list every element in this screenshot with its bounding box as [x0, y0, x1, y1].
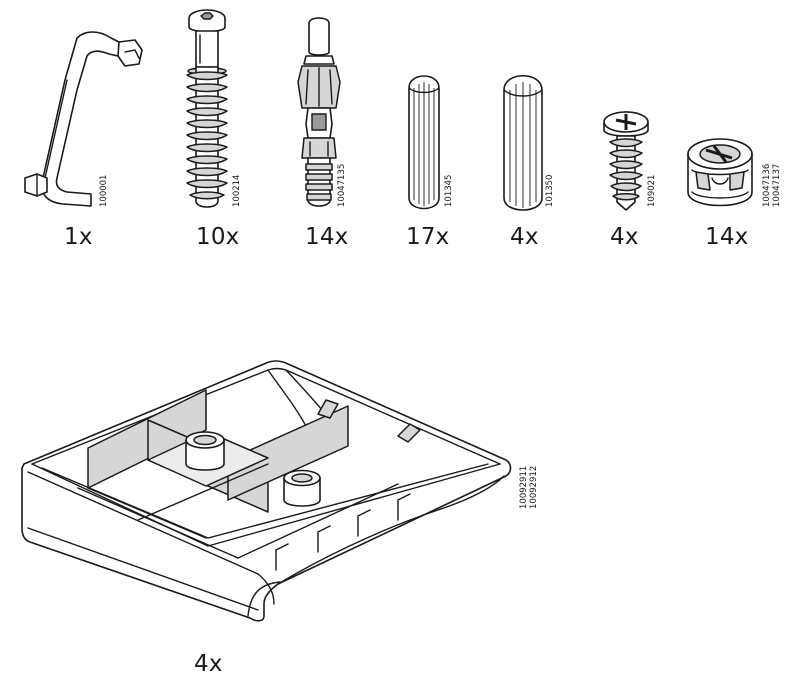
part-code-allen-key: 100001: [99, 174, 109, 207]
wooden-dowel-small-illustration: [406, 74, 442, 212]
cam-lock-dowel-illustration: [294, 16, 344, 212]
quantity-screw: 4x: [610, 224, 639, 250]
part-code-cam-lock-nut: 10047136 10047137: [762, 163, 782, 207]
quantity-cam-lock-nut: 14x: [705, 224, 749, 250]
connector-bolt-illustration: [182, 5, 232, 213]
quantity-cam-lock-dowel: 14x: [305, 224, 349, 250]
part-code-cam-lock-dowel: 10047135: [337, 163, 347, 207]
quantity-allen-key: 1x: [64, 224, 93, 250]
part-code-wooden-dowel-small: 101345: [444, 174, 454, 207]
part-code-plastic-foot-tray: 10092911 10092912: [519, 465, 539, 509]
allen-key-illustration: [15, 28, 145, 210]
plastic-foot-tray-illustration: [18, 360, 518, 622]
part-code-wooden-dowel-large: 101350: [545, 174, 555, 207]
quantity-plastic-foot-tray: 4x: [194, 651, 223, 677]
quantity-wooden-dowel-large: 4x: [510, 224, 539, 250]
quantity-wooden-dowel-small: 17x: [406, 224, 450, 250]
part-code-connector-bolt: 100214: [232, 174, 242, 207]
part-code-screw: 109021: [647, 174, 657, 207]
wooden-dowel-large-illustration: [501, 74, 545, 214]
cam-lock-nut-illustration: [684, 134, 756, 210]
screw-illustration: [600, 108, 652, 212]
quantity-connector-bolt: 10x: [196, 224, 240, 250]
